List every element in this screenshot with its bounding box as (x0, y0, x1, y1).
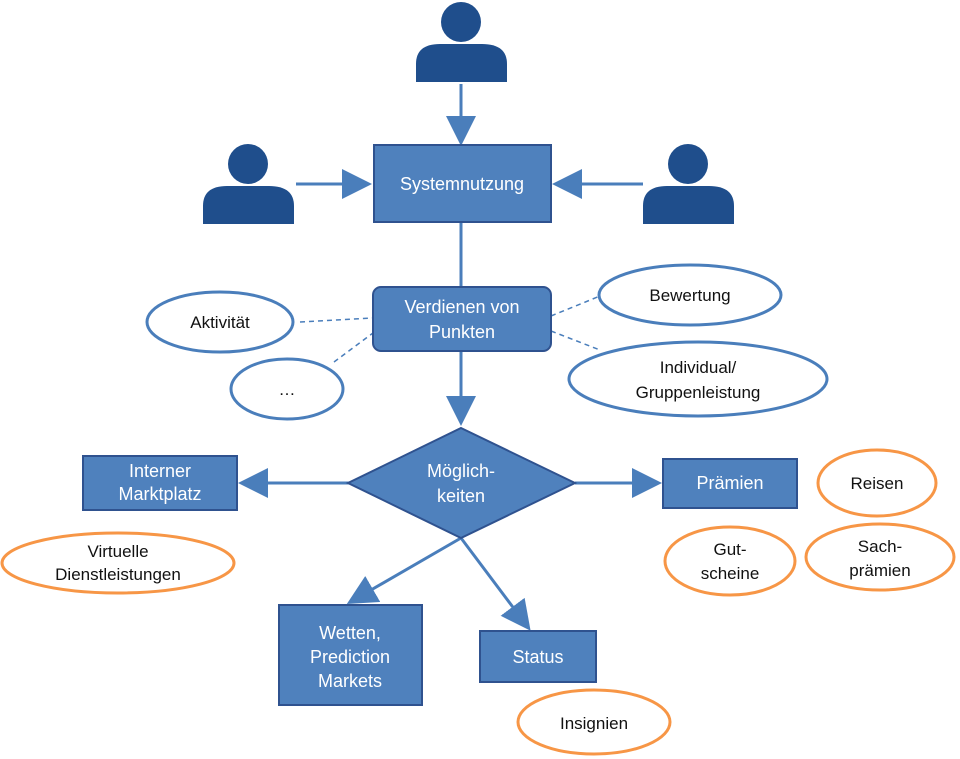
arrow-moeglichkeiten-to-status (459, 537, 531, 631)
moeglichkeiten-label-line2: keiten (437, 486, 485, 506)
wetten-label-line3: Markets (318, 671, 382, 691)
insignien-label: Insignien (560, 714, 628, 733)
reisen-label: Reisen (851, 474, 904, 493)
marktplatz-box (82, 455, 238, 511)
wetten-label-line2: Prediction (310, 647, 390, 667)
aktivitaet-ellipse (145, 290, 295, 354)
arrow-moeglichkeiten-to-wetten (346, 536, 462, 605)
dots-ellipse (229, 357, 345, 421)
virtuelle-label-line2: Dienstleistungen (55, 565, 181, 584)
status-label: Status (512, 647, 563, 667)
user-icon (643, 144, 734, 224)
dashed-link-individual (550, 330, 601, 351)
bewertung-label: Bewertung (649, 286, 730, 305)
gutscheine-label-line2: scheine (701, 564, 760, 583)
insignien-ellipse (516, 688, 672, 756)
dashed-link-aktivitaet (299, 317, 374, 323)
dashed-link-bewertung (550, 295, 601, 317)
gutscheine-ellipse (663, 525, 797, 597)
systemnutzung-box (373, 144, 552, 223)
user-icon (203, 144, 294, 224)
wetten-label-line1: Wetten, (319, 623, 381, 643)
connectors (238, 84, 662, 631)
punkte-box (372, 286, 552, 352)
punkte-label-line2: Punkten (429, 322, 495, 342)
virtuelle-label-line1: Virtuelle (87, 542, 148, 561)
aktivitaet-label: Aktivität (190, 313, 250, 332)
bewertung-ellipse (597, 263, 783, 327)
sachpraemien-ellipse (804, 522, 956, 592)
reisen-ellipse (816, 448, 938, 518)
individual-label-line2: Gruppenleistung (636, 383, 761, 402)
dots-label: … (279, 380, 296, 399)
praemien-label: Prämien (696, 473, 763, 493)
user-icon (416, 2, 507, 82)
status-box (479, 630, 597, 683)
virtuelle-ellipse (0, 531, 236, 595)
punkte-label-line1: Verdienen von (404, 297, 519, 317)
marktplatz-label-line2: Marktplatz (118, 484, 201, 504)
gutscheine-label-line1: Gut- (713, 540, 746, 559)
praemien-box (662, 458, 798, 509)
moeglichkeiten-label-line1: Möglich- (427, 461, 495, 481)
moeglichkeiten-diamond (345, 426, 578, 540)
marktplatz-label-line1: Interner (129, 461, 191, 481)
sachpraemien-label-line1: Sach- (858, 537, 902, 556)
individual-ellipse (567, 340, 829, 418)
dashed-links (299, 295, 601, 363)
dashed-link-dots (333, 332, 374, 363)
systemnutzung-label: Systemnutzung (400, 174, 524, 194)
sachpraemien-label-line2: prämien (849, 561, 910, 580)
individual-label-line1: Individual/ (660, 358, 737, 377)
wetten-box (278, 604, 423, 706)
